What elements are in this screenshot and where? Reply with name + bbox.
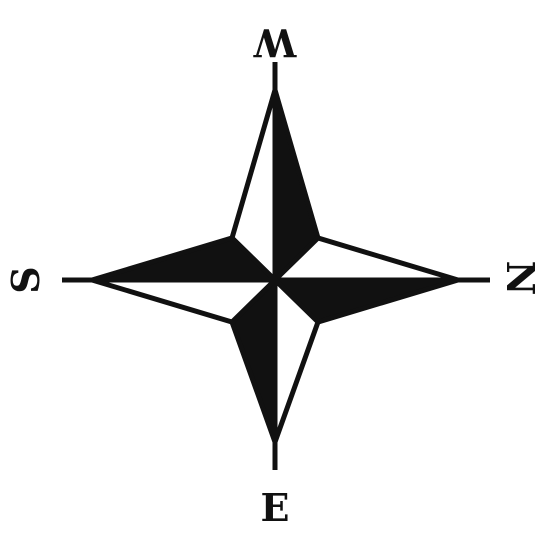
compass-label-top: W — [254, 23, 297, 61]
compass-label-left: S — [7, 266, 45, 293]
compass-label-right: N — [501, 261, 539, 296]
compass-label-bottom: E — [261, 489, 290, 527]
